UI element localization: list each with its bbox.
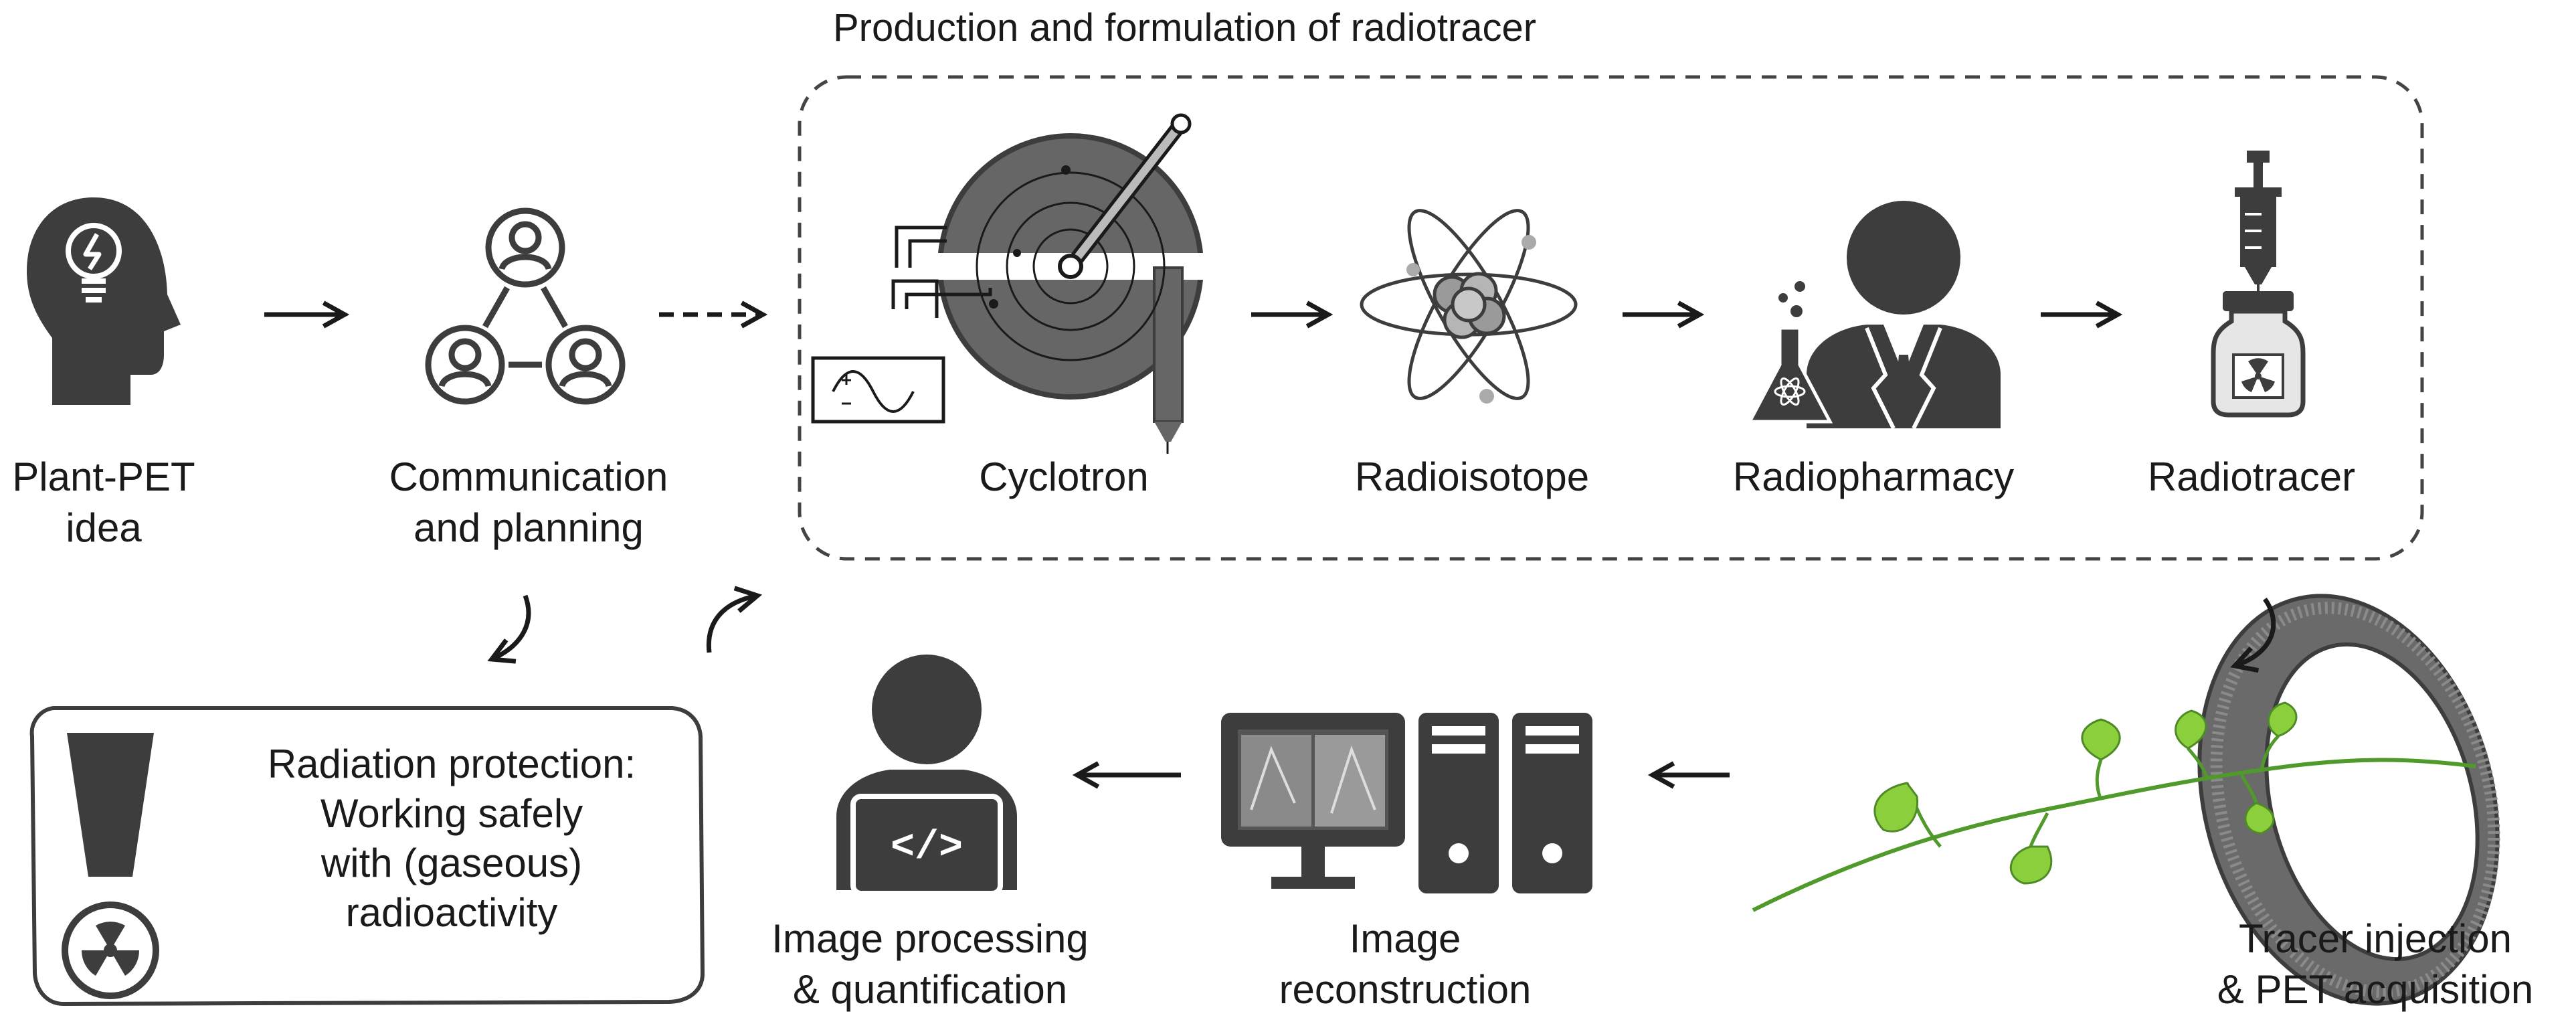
pet-scanner-ring-icon	[2197, 594, 2500, 1006]
radiopharmacist-icon	[1746, 201, 2001, 430]
label-image-reconstruction: Image reconstruction	[1279, 916, 1532, 1012]
programmer-icon: </>	[836, 655, 1017, 896]
plant-icon	[1752, 701, 2476, 912]
radiation-symbol-icon	[62, 901, 159, 999]
label-communication: Communication and planning	[389, 454, 668, 550]
label-radioisotope: Radioisotope	[1354, 454, 1590, 499]
code-glyph: </>	[891, 825, 963, 871]
arrow-radiation-protection-to-production	[706, 596, 757, 653]
cyclotron-icon	[811, 113, 1204, 454]
arrow-communication-to-radiation-protection	[492, 594, 531, 659]
production-group-title: Production and formulation of radiotrace…	[833, 6, 1537, 50]
label-image-processing: Image processing & quantification	[771, 916, 1089, 1012]
idea-head-icon	[27, 197, 181, 405]
production-group-box	[798, 75, 2424, 561]
workstation-icon	[1221, 713, 1592, 893]
label-plant-pet-idea: Plant-PET idea	[12, 454, 195, 550]
radiation-protection-text: Radiation protection: Working safely wit…	[267, 742, 636, 935]
atom-icon	[1360, 209, 1578, 404]
label-radiopharmacy: Radiopharmacy	[1732, 454, 2015, 499]
arrow-radiotracer-to-pet	[2235, 597, 2276, 666]
label-tracer-injection: Tracer injection & PET acquisition	[2217, 916, 2534, 1012]
label-radiotracer: Radiotracer	[2147, 454, 2356, 499]
radiation-protection-box	[29, 706, 705, 1007]
communication-network-icon	[425, 207, 626, 405]
syringe-vial-icon	[2211, 151, 2306, 418]
label-cyclotron: Cyclotron	[979, 454, 1149, 499]
exclamation-icon	[67, 733, 154, 877]
